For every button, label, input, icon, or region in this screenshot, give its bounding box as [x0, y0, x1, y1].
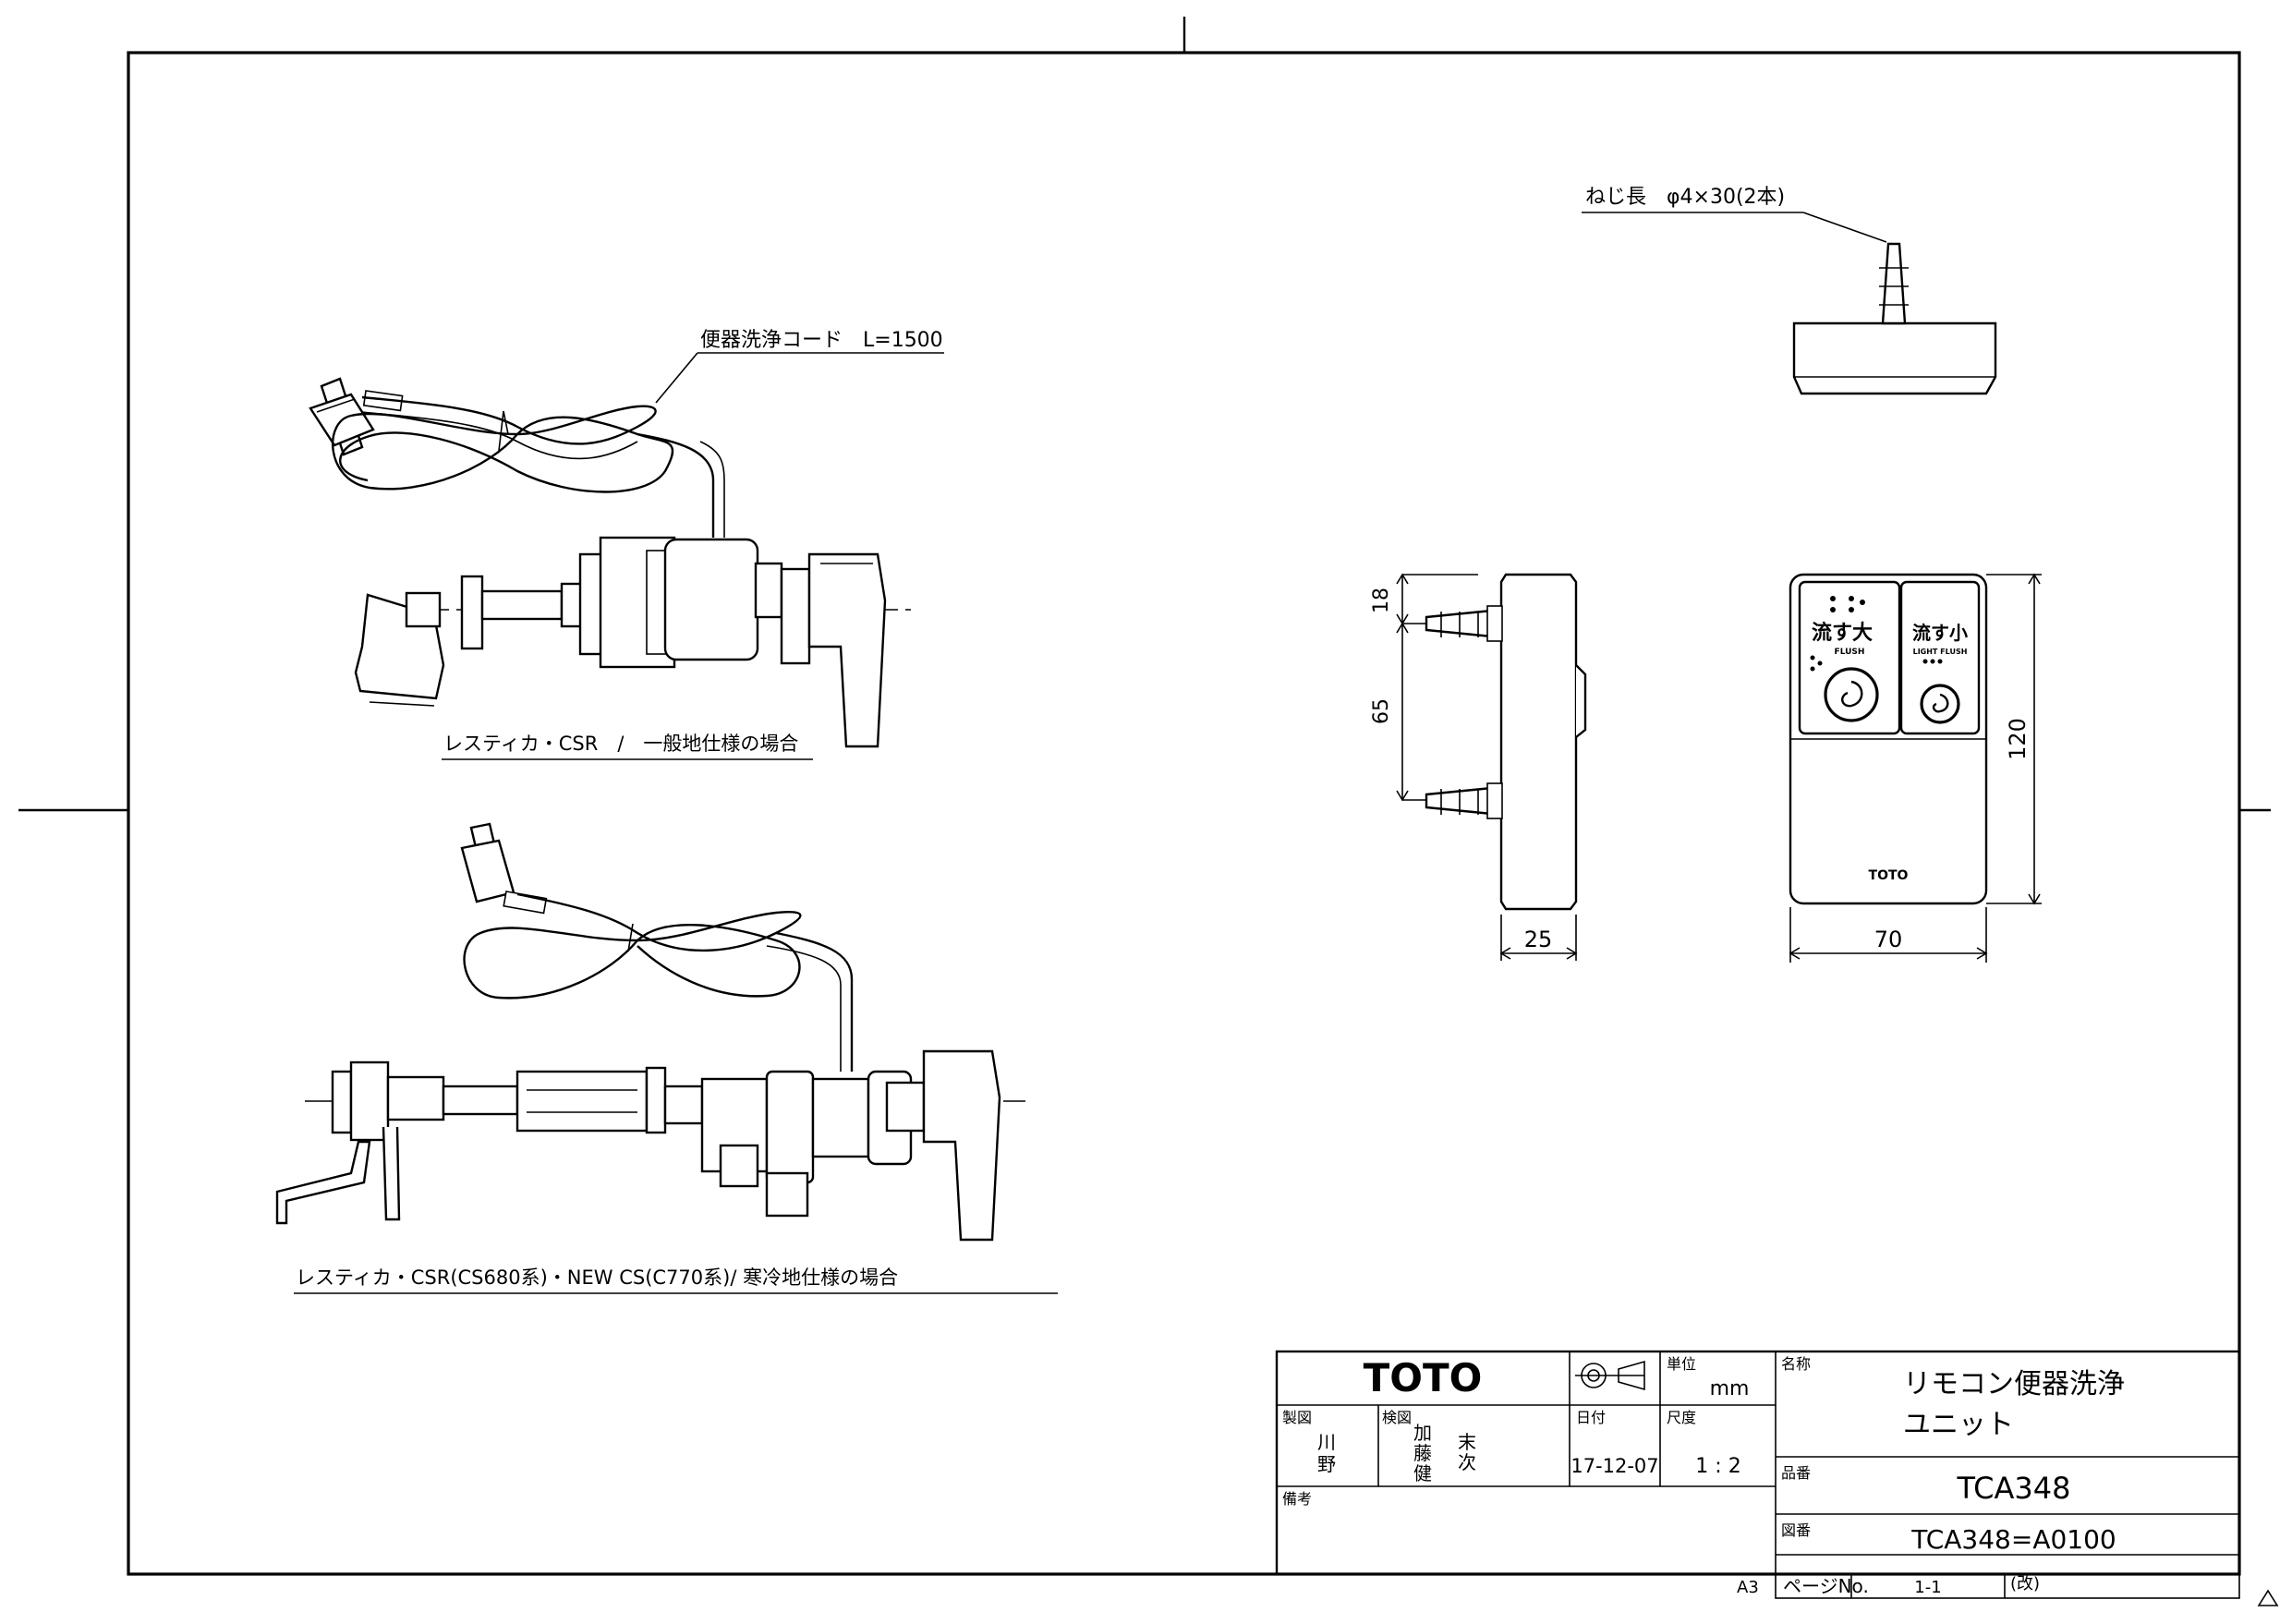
- remote-front-view: 流す大 FLUSH 流す小 LIGHT FLUSH TOTO 70: [1789, 573, 2042, 963]
- part-label: 品番: [1781, 1464, 1811, 1482]
- small-flush-button[interactable]: 流す小 LIGHT FLUSH: [1899, 580, 1981, 735]
- general-caption-text: レスティカ・CSR / 一般地仕様の場合: [443, 733, 798, 755]
- title-brand-text: TOTO: [1364, 1355, 1483, 1400]
- unit-label: 単位: [1667, 1355, 1696, 1373]
- cold-spec-view: [275, 822, 1025, 1242]
- scale-value: 1 : 2: [1695, 1455, 1740, 1478]
- cold-caption-text: レスティカ・CSR(CS680系)・NEW CS(C770系)/ 寒冷地仕様の場…: [296, 1266, 898, 1289]
- dim-25-text: 25: [1524, 927, 1553, 952]
- dim-18-text: 18: [1370, 588, 1393, 613]
- drawing-label: 図番: [1781, 1521, 1811, 1539]
- lever-assembly-cold: [275, 1049, 1025, 1242]
- product-name-line2: ユニット: [1903, 1409, 2014, 1441]
- page-number: 1-1: [1914, 1578, 1941, 1597]
- drawn-name-2: 野: [1317, 1453, 1336, 1475]
- cold-caption: レスティカ・CSR(CS680系)・NEW CS(C770系)/ 寒冷地仕様の場…: [294, 1266, 1058, 1294]
- remote-brand-text: TOTO: [1869, 868, 1909, 883]
- big-flush-button[interactable]: 流す大 FLUSH: [1798, 580, 1901, 735]
- revision-triangle-icon: [2257, 1589, 2279, 1606]
- part-number: TCA348: [1957, 1471, 2071, 1506]
- screw-side-lower: [1425, 782, 1503, 819]
- remote-side-view: 18 65 25: [1370, 573, 1587, 961]
- date-value: 17-12-07: [1570, 1455, 1658, 1477]
- small-flush-label: 流す小: [1912, 622, 1968, 644]
- product-name-line1: リモコン便器洗浄: [1903, 1368, 2125, 1400]
- scale-label: 尺度: [1667, 1409, 1696, 1426]
- unit-value: mm: [1710, 1377, 1750, 1400]
- drawing-frame: [18, 17, 2279, 1606]
- date-label: 日付: [1576, 1409, 1606, 1426]
- checked-name-3: 健: [1413, 1462, 1432, 1485]
- cord-callout: 便器洗浄コード L=1500: [655, 329, 944, 404]
- checked-name-4: 末: [1458, 1431, 1476, 1453]
- small-flush-swirl-icon: [1920, 684, 1960, 724]
- notes-label: 備考: [1282, 1490, 1312, 1508]
- flush-cord-2: [463, 892, 854, 1072]
- page-label: ページNo.: [1783, 1575, 1869, 1597]
- title-block: TOTO 単位 mm 製図 川 野 検図 加 藤 健 末 次 日付 17-12-…: [1275, 1350, 2241, 1599]
- dim-65-text: 65: [1370, 698, 1393, 724]
- name-label: 名称: [1781, 1355, 1811, 1373]
- revision-label: (改): [2010, 1574, 2040, 1594]
- small-flush-sub: LIGHT FLUSH: [1913, 648, 1968, 656]
- dim-70-text: 70: [1874, 927, 1903, 952]
- drawn-name-1: 川: [1317, 1431, 1336, 1453]
- screw-callout-text: ねじ長 φ4×30(2本): [1585, 186, 1785, 209]
- remote-top-view: ねじ長 φ4×30(2本): [1582, 186, 1997, 395]
- flush-cord: [331, 395, 725, 538]
- general-caption: レスティカ・CSR / 一般地仕様の場合: [442, 733, 813, 760]
- screw-top: [1879, 242, 1909, 325]
- checked-label: 検図: [1382, 1409, 1412, 1426]
- dim-120-text: 120: [2005, 718, 2031, 760]
- big-flush-label: 流す大: [1812, 621, 1873, 645]
- big-flush-sub: FLUSH: [1835, 648, 1865, 657]
- paper-size: A3: [1737, 1578, 1759, 1597]
- drawing-number: TCA348=A0100: [1910, 1524, 2116, 1555]
- general-spec-view: [309, 377, 915, 748]
- big-flush-swirl-icon: [1824, 667, 1879, 722]
- screw-side-upper: [1425, 605, 1503, 642]
- lever-assembly-general: [354, 536, 915, 748]
- drawn-label: 製図: [1282, 1409, 1312, 1426]
- cord-callout-text: 便器洗浄コード L=1500: [700, 329, 943, 352]
- cord-plug: [309, 377, 404, 456]
- checked-name-1: 加: [1413, 1422, 1432, 1444]
- checked-name-5: 次: [1458, 1451, 1476, 1473]
- cord-plug-2: [460, 822, 548, 915]
- checked-name-2: 藤: [1413, 1442, 1432, 1464]
- projection-symbol-icon: [1575, 1360, 1645, 1391]
